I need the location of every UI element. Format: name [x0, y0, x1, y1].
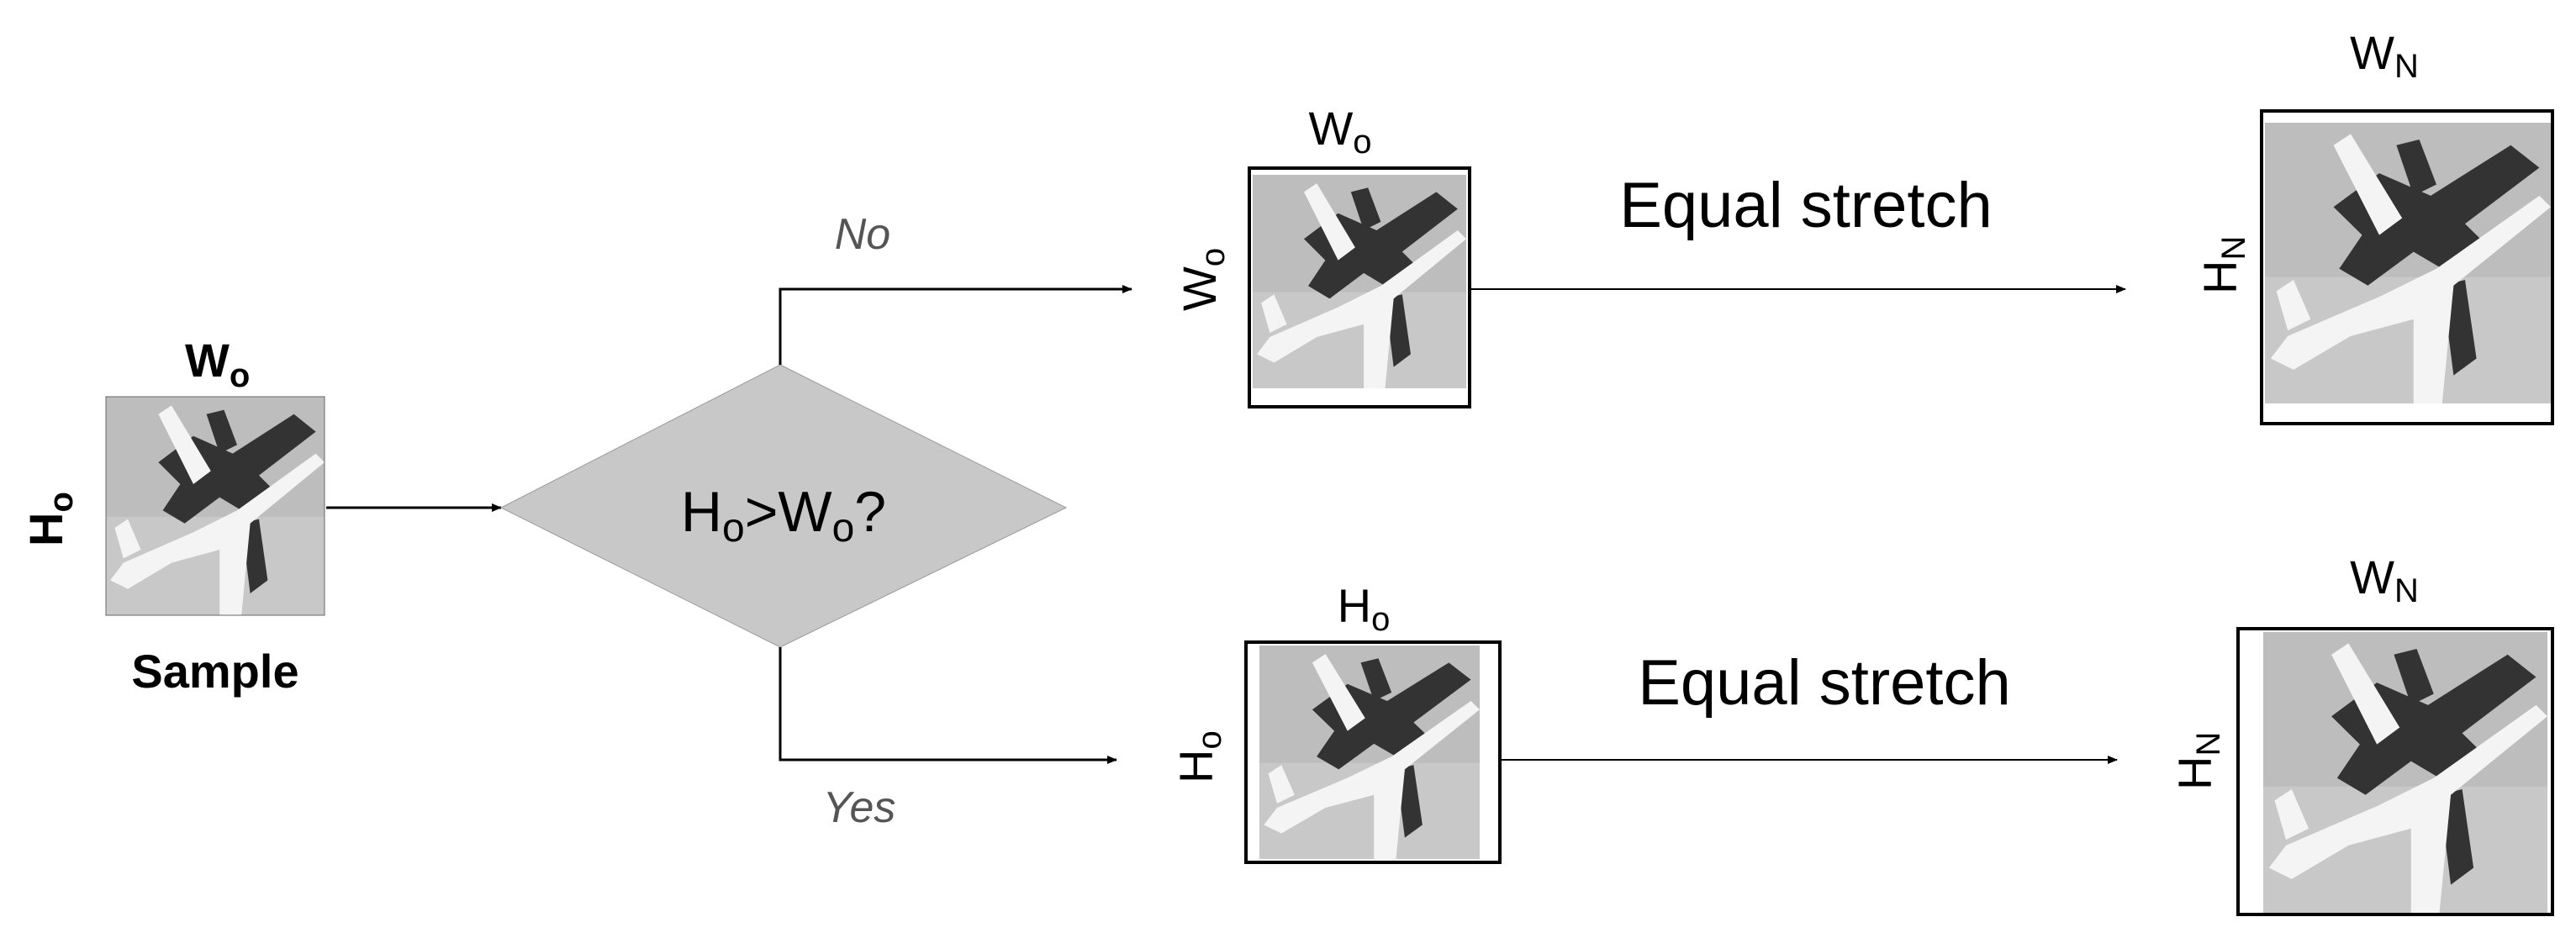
sample-image [106, 397, 325, 615]
decision-node: Ho>Wo? [499, 364, 1068, 648]
sample-group: Wo Ho Sample [19, 334, 325, 698]
top-padded-height-label: Wo [1173, 248, 1232, 311]
no-branch-label: No [835, 210, 890, 259]
bottom-output-image [2263, 632, 2547, 913]
sample-caption: Sample [131, 645, 298, 698]
top-padded-width-label: Wo [1308, 102, 1371, 161]
top-output-width-label: WN [2350, 26, 2419, 85]
sample-height-label: Ho [19, 492, 80, 546]
bottom-padded-height-label: Ho [1169, 730, 1228, 783]
bottom-output-width-label: WN [2350, 551, 2419, 609]
top-padded-frame [1248, 166, 1471, 408]
arrow-no-branch [779, 285, 1132, 365]
top-padded-sample: Wo Wo [1173, 102, 1471, 408]
bottom-stretch-label: Equal stretch [1638, 647, 2011, 719]
bottom-output-height-label: HN [2168, 732, 2227, 790]
bottom-padded-width-label: Ho [1338, 579, 1391, 638]
bottom-output-sample: WN HN [2168, 551, 2554, 916]
bottom-padded-frame [1244, 640, 1502, 864]
top-output-sample: WN HN [2193, 26, 2554, 425]
top-output-image [2265, 123, 2551, 403]
top-padded-image [1253, 175, 1466, 388]
top-output-frame [2260, 109, 2554, 425]
sample-width-label: Wo [185, 334, 250, 394]
decision-text: Ho>Wo? [681, 480, 886, 551]
yes-branch-label: Yes [823, 783, 896, 832]
top-output-height-label: HN [2193, 236, 2252, 294]
top-stretch-label: Equal stretch [1619, 170, 1993, 241]
bottom-padded-image [1259, 646, 1480, 859]
bottom-padded-sample: Ho Ho [1169, 579, 1502, 864]
arrow-yes-branch [779, 647, 1117, 764]
bottom-output-frame [2236, 627, 2554, 916]
